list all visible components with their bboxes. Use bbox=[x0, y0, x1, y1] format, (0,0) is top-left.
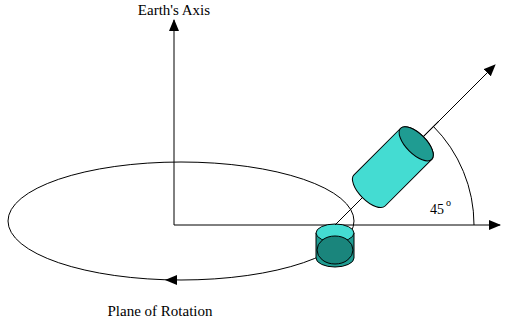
rotation-arrowhead bbox=[165, 275, 177, 285]
plane-label: Plane of Rotation bbox=[108, 304, 213, 319]
angle-value: 45 bbox=[430, 203, 444, 217]
lower-cylinder bbox=[316, 224, 354, 267]
upper-cylinder bbox=[347, 106, 454, 213]
spin-axis-arrow bbox=[335, 65, 495, 225]
rotation-ellipse bbox=[8, 162, 354, 280]
axis-label: Earth's Axis bbox=[138, 3, 210, 18]
earth-axis-arrow bbox=[174, 20, 175, 225]
degree-mark: o bbox=[446, 198, 451, 208]
